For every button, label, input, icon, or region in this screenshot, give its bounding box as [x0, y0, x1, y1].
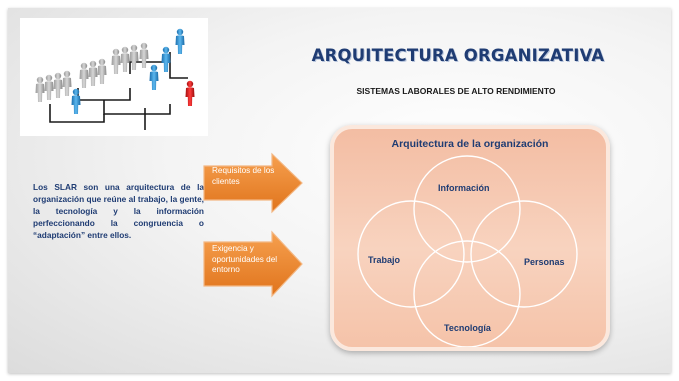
- venn-circle-trabajo: [357, 200, 465, 308]
- arrow-requisitos: Requisitos de los clientes: [202, 152, 304, 214]
- venn-circle-informacion: [413, 155, 521, 263]
- venn-label-informacion: Información: [438, 183, 490, 193]
- panel-title: Arquitectura de la organización: [391, 138, 549, 150]
- venn-label-trabajo: Trabajo: [368, 255, 401, 265]
- page-title: ARQUITECTURA ORGANIZATIVA: [311, 46, 605, 65]
- venn-circle-tecnologia: [413, 240, 521, 347]
- organization-architecture-panel: Arquitectura de la organización Informac…: [330, 125, 610, 351]
- right-arrow-icon: [203, 230, 303, 298]
- slide: ARQUITECTURA ORGANIZATIVA SISTEMAS LABOR…: [8, 8, 671, 373]
- venn-circle-personas: [470, 200, 578, 308]
- page-subtitle: SISTEMAS LABORALES DE ALTO RENDIMIENTO: [356, 86, 556, 96]
- arrow-exigencia: Exigencia y oportunidades del entorno: [202, 230, 304, 298]
- description-text: Los SLAR son una arquitectura de la orga…: [33, 182, 204, 240]
- venn-label-personas: Personas: [524, 257, 565, 267]
- org-chart-people-illustration: [20, 18, 208, 136]
- right-arrow-icon: [203, 152, 303, 214]
- venn-label-tecnologia: Tecnología: [444, 323, 491, 333]
- venn-diagram: [357, 155, 578, 347]
- arrow-label: Exigencia y oportunidades del entorno: [212, 244, 278, 274]
- arrow-label: Requisitos de los clientes: [212, 166, 275, 186]
